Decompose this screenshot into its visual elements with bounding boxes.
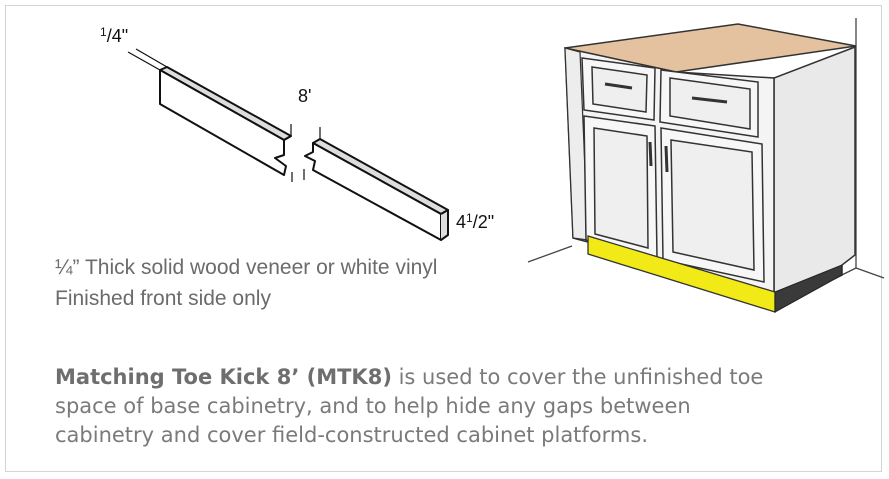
product-name: Matching Toe Kick 8’ (MTK8) [55,365,392,389]
drawer-left [581,57,656,121]
length-label: 8' [298,86,312,106]
drawer-right [659,69,759,138]
height-slash: / [472,212,478,232]
toe-kick-board [159,66,449,241]
description-line-2: space of base cabinetry, and to help hid… [55,394,691,418]
spec-finish-text: Finished front side only [55,287,271,310]
thickness-unit: " [121,26,129,46]
cabinet-side-panel [773,45,856,311]
height-whole: 4 [456,212,467,232]
thickness-numerator: 1 [100,25,107,39]
door-left [583,115,658,259]
thickness-slash: / [106,26,112,46]
product-description: Matching Toe Kick 8’ (MTK8) is used to c… [55,363,855,450]
door-right [660,127,765,283]
break-marks [290,124,321,182]
thickness-denominator: 4 [111,26,122,46]
description-line-1: is used to cover the unfinished toe [391,365,764,389]
description-line-3: cabinetry and cover field-constructed ca… [55,423,648,447]
height-numerator: 1 [466,211,473,225]
height-unit: " [487,212,495,232]
thickness-label: 1/4" [100,25,129,47]
spec-material-text: ¼” Thick solid wood veneer or white viny… [55,256,438,279]
height-label: 41/2" [456,211,495,233]
height-denominator: 2 [477,212,488,232]
thickness-dimension-lines [127,48,168,71]
